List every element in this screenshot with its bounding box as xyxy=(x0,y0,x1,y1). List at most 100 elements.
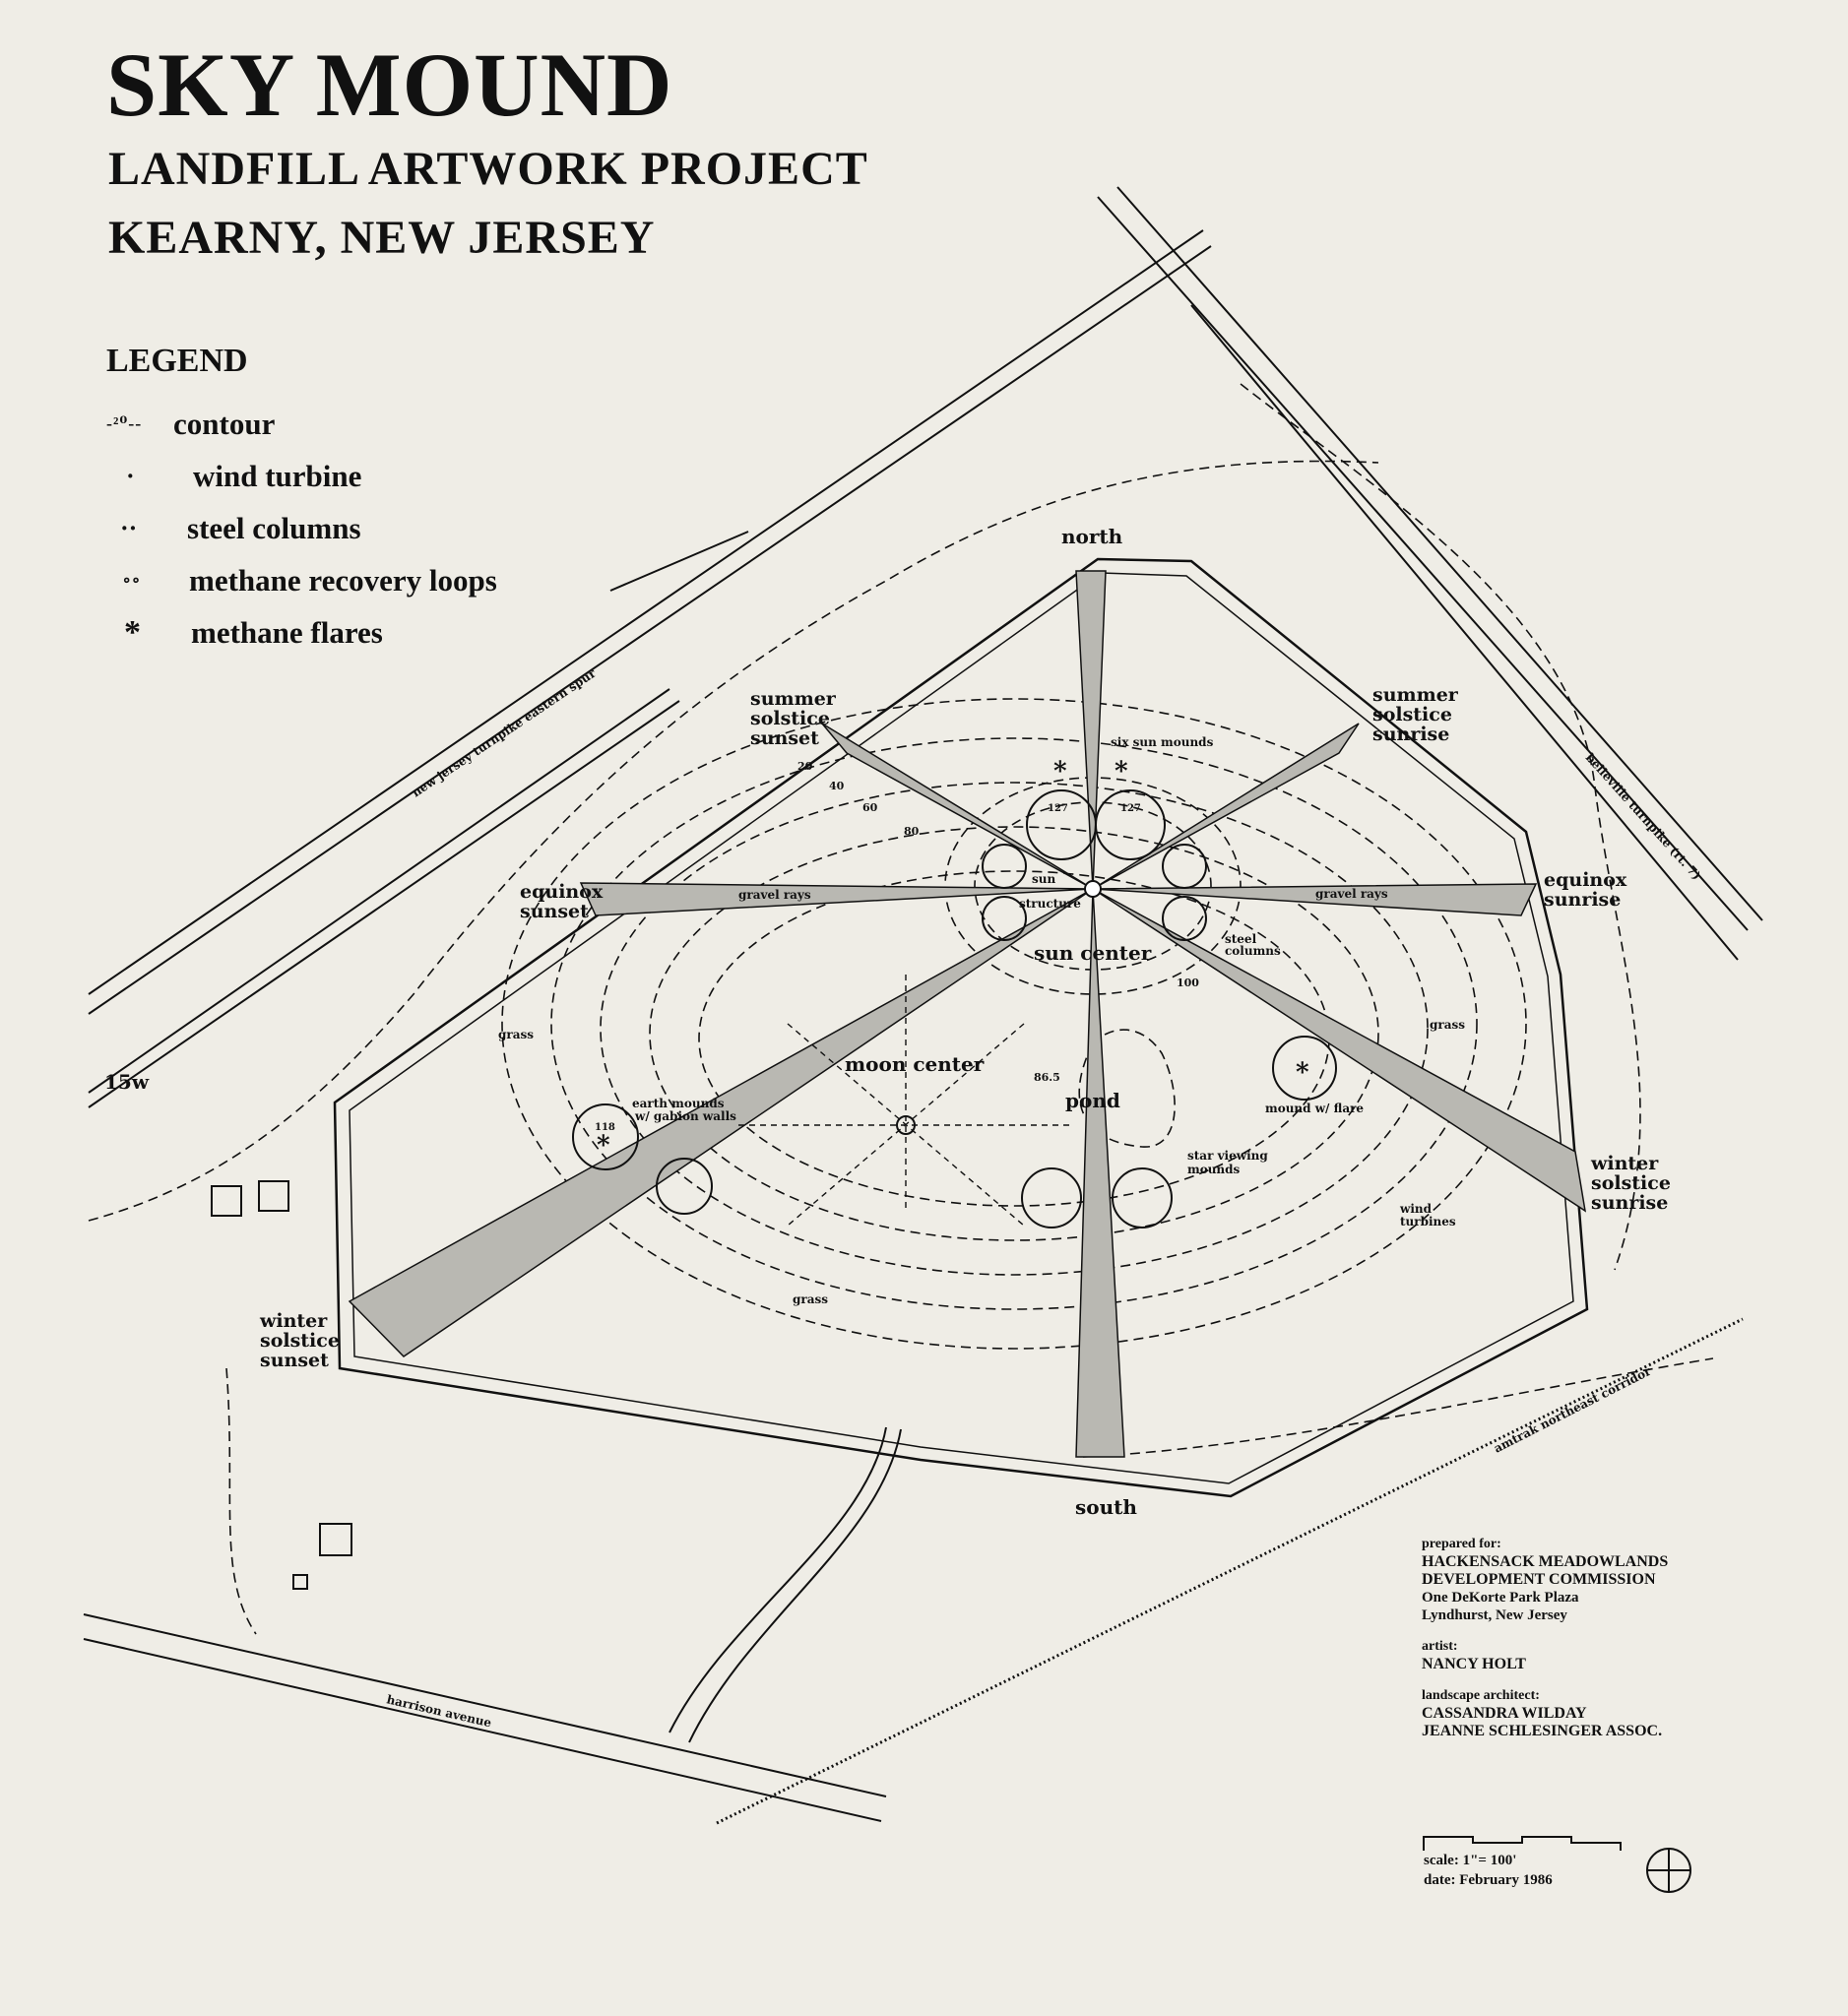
label-summer-sunset-2: solstice xyxy=(750,708,830,729)
turnpike-line-icon xyxy=(88,245,1212,1015)
label-pond-elevation: 86.5 xyxy=(1034,1071,1060,1084)
harrison-line-icon xyxy=(83,1638,882,1822)
sun-structure-icon xyxy=(1084,880,1102,898)
label-contour-60: 60 xyxy=(862,801,878,814)
label-sun: sun xyxy=(1032,872,1055,886)
page-title: SKY MOUND xyxy=(106,34,673,135)
legend-label: methane flares xyxy=(191,614,383,650)
ray-summer-sunset-icon xyxy=(821,723,1094,890)
label-mound-127-right: 127 xyxy=(1120,803,1141,814)
ray-winter-sunrise-icon xyxy=(1092,888,1587,1213)
label-contour-40: 40 xyxy=(829,780,845,792)
landscape-architect-label: landscape architect: xyxy=(1422,1688,1540,1703)
sun-mound-icon xyxy=(982,896,1027,941)
methane-flare-icon: * xyxy=(1296,1058,1309,1088)
ramp-segment-icon xyxy=(609,531,749,592)
star-viewing-mound-icon xyxy=(1112,1167,1173,1228)
scale-label: scale: 1"= 100' xyxy=(1424,1853,1517,1868)
label-south: south xyxy=(1075,1495,1137,1519)
scale-bar-icon xyxy=(1423,1836,1622,1851)
label-gravel-rays-right: gravel rays xyxy=(1315,887,1388,901)
turnpike-ramp-line-icon xyxy=(88,700,680,1108)
label-winter-sunrise-3: sunrise xyxy=(1591,1192,1668,1214)
legend-label: contour xyxy=(173,406,276,441)
methane-flare-icon: * xyxy=(1053,757,1067,787)
label-earth-mounds-1: earth mounds xyxy=(632,1097,725,1110)
methane-flare-icon: * xyxy=(597,1131,610,1161)
turnpike-ramp-line-icon xyxy=(88,688,670,1094)
prepared-for-label: prepared for: xyxy=(1422,1537,1501,1551)
ray-winter-sunset-icon xyxy=(348,888,1094,1357)
label-summer-sunrise-3: sunrise xyxy=(1372,724,1449,745)
label-star-viewing-2: mounds xyxy=(1187,1163,1241,1176)
contour-outer-icon xyxy=(225,1367,257,1635)
label-steel-columns-2: columns xyxy=(1225,944,1281,958)
site-perimeter-inner-icon xyxy=(349,572,1574,1484)
label-mound-127-left: 127 xyxy=(1048,803,1068,814)
address-line-1: One DeKorte Park Plaza xyxy=(1422,1590,1579,1606)
contour-ring-icon xyxy=(550,737,1478,1310)
legend-label: methane recovery loops xyxy=(189,562,497,598)
contour-symbol-icon: -²⁰-- xyxy=(106,413,143,433)
label-grass-left: grass xyxy=(498,1028,534,1041)
label-gravel-rays-left: gravel rays xyxy=(738,888,811,902)
label-wind-turbines-2: turbines xyxy=(1400,1215,1456,1228)
sun-mound-icon xyxy=(1162,844,1207,889)
label-moon-center: moon center xyxy=(845,1052,985,1076)
star-viewing-mound-icon xyxy=(1021,1167,1082,1228)
legend: LEGEND -²⁰-- contour · wind turbine ·· s… xyxy=(106,343,497,659)
belleville-line-icon xyxy=(1190,304,1739,961)
sun-mound-icon xyxy=(1162,896,1207,941)
label-earth-mounds-2: w/ gabion walls xyxy=(634,1109,736,1123)
label-winter-sunrise-2: solstice xyxy=(1591,1172,1671,1194)
access-road-icon xyxy=(669,1426,887,1733)
scale-and-date: scale: 1"= 100' date: February 1986 xyxy=(1424,1851,1553,1890)
label-road-15w: 15w xyxy=(104,1070,150,1094)
building-icon xyxy=(319,1523,352,1556)
legend-label: steel columns xyxy=(187,510,361,545)
methane-flare-icon: * xyxy=(1115,757,1128,787)
steel-columns-icon: ·· xyxy=(120,513,138,542)
label-summer-sunrise-1: summer xyxy=(1372,684,1459,706)
legend-label: wind turbine xyxy=(193,458,362,493)
label-winter-sunset-3: sunset xyxy=(260,1350,329,1371)
contour-ring-icon xyxy=(501,698,1527,1350)
ray-north-icon xyxy=(1075,570,1107,890)
org-line-2: DEVELOPMENT COMMISSION xyxy=(1422,1571,1656,1588)
label-summer-sunrise-2: solstice xyxy=(1372,704,1452,725)
legend-title: LEGEND xyxy=(106,343,248,379)
label-star-viewing-1: star viewing xyxy=(1187,1149,1268,1163)
ray-summer-sunrise-icon xyxy=(1092,723,1360,890)
landscape-architect-2: JEANNE SCHLESINGER ASSOC. xyxy=(1422,1723,1663,1739)
label-belleville: belleville turnpike (rt. 7) xyxy=(1583,751,1704,883)
label-wind-turbines-1: wind xyxy=(1399,1202,1433,1216)
building-icon xyxy=(258,1180,289,1212)
contour-ring-icon xyxy=(600,782,1429,1276)
artist-name: NANCY HOLT xyxy=(1422,1656,1526,1672)
label-pond: pond xyxy=(1065,1089,1120,1112)
label-equinox-sunset-1: equinox xyxy=(520,881,604,903)
building-icon xyxy=(292,1574,308,1590)
gravel-rays xyxy=(348,570,1587,1458)
earth-mound-icon xyxy=(572,1103,639,1170)
legend-item-steel-columns: ·· steel columns xyxy=(106,502,497,554)
access-road-icon xyxy=(688,1428,902,1743)
belleville-line-icon xyxy=(1116,186,1763,921)
earth-mound-icon xyxy=(656,1158,713,1215)
legend-item-methane-loops: ∘∘ methane recovery loops xyxy=(106,554,497,606)
label-nj-turnpike: new jersey turnpike eastern spur xyxy=(410,665,599,799)
label-grass-bottom: grass xyxy=(793,1292,828,1306)
legend-item-contour: -²⁰-- contour xyxy=(106,398,497,450)
turnpike-line-icon xyxy=(88,229,1204,995)
label-contour-20: 20 xyxy=(797,760,813,773)
sun-mound-icon xyxy=(1026,789,1097,860)
date-label: date: February 1986 xyxy=(1424,1872,1553,1888)
label-grass-right: grass xyxy=(1430,1018,1465,1032)
methane-flare-icon: * xyxy=(124,613,141,651)
label-mound-118: 118 xyxy=(595,1122,615,1133)
label-six-sun-mounds: six sun mounds xyxy=(1111,735,1214,749)
subtitle-location: KEARNY, NEW JERSEY xyxy=(108,212,656,264)
label-contour-80: 80 xyxy=(904,825,920,838)
mound-with-flare-icon xyxy=(1272,1036,1337,1101)
